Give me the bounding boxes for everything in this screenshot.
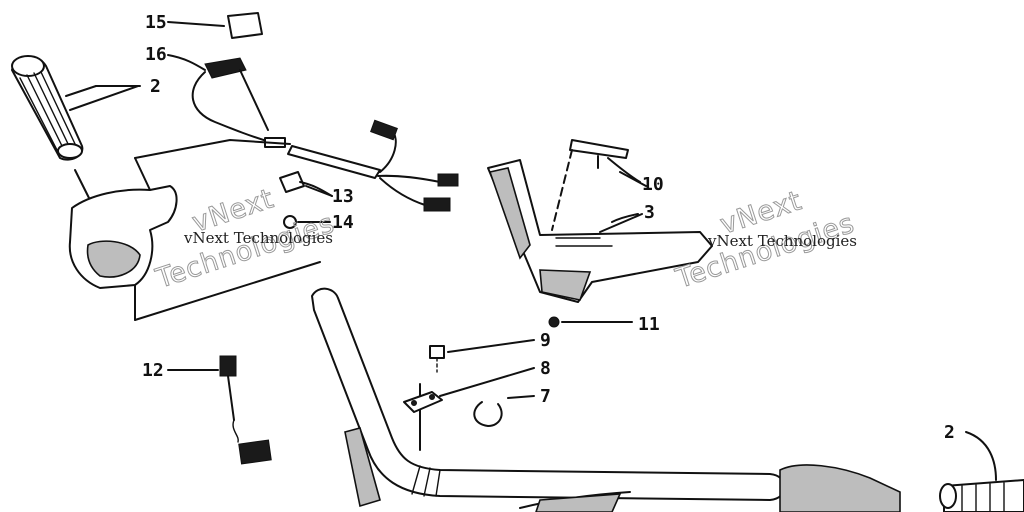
part-12-cable (167, 355, 272, 465)
callout-11: 11 (638, 314, 660, 335)
part-16-switch-wire (167, 54, 286, 148)
callout-8: 8 (540, 358, 551, 379)
watermark-right-small: vNext Technologies (707, 232, 857, 250)
callout-15: 15 (145, 12, 167, 33)
handlebar-support (519, 491, 631, 512)
callout-7: 7 (540, 386, 551, 407)
callout-16: 16 (145, 44, 167, 65)
callout-9: 9 (540, 330, 551, 351)
callout-2-left: 2 (150, 76, 161, 97)
callout-3: 3 (644, 202, 655, 223)
part-7-clamp-ring (473, 395, 535, 427)
wiring-harness (287, 119, 459, 212)
part-2-right-grip (779, 431, 1024, 512)
callout-13: 13 (332, 186, 354, 207)
callout-12: 12 (142, 360, 164, 381)
part-9-screw (429, 339, 535, 373)
leader-lines (69, 85, 647, 233)
part-8-plate (403, 367, 535, 413)
part-14-washer (283, 215, 331, 229)
callout-10: 10 (642, 174, 664, 195)
callout-14: 14 (332, 212, 354, 233)
watermark-left-small: vNext Technologies (183, 229, 333, 247)
part-2-left-grip (11, 55, 141, 161)
handlebar-tube (311, 287, 786, 508)
part-15-decal (167, 12, 263, 39)
callout-2-right: 2 (944, 422, 955, 443)
part-3-handlebar-cover (487, 159, 713, 303)
throttle-housing (68, 139, 321, 321)
part-11-nut (548, 316, 633, 328)
